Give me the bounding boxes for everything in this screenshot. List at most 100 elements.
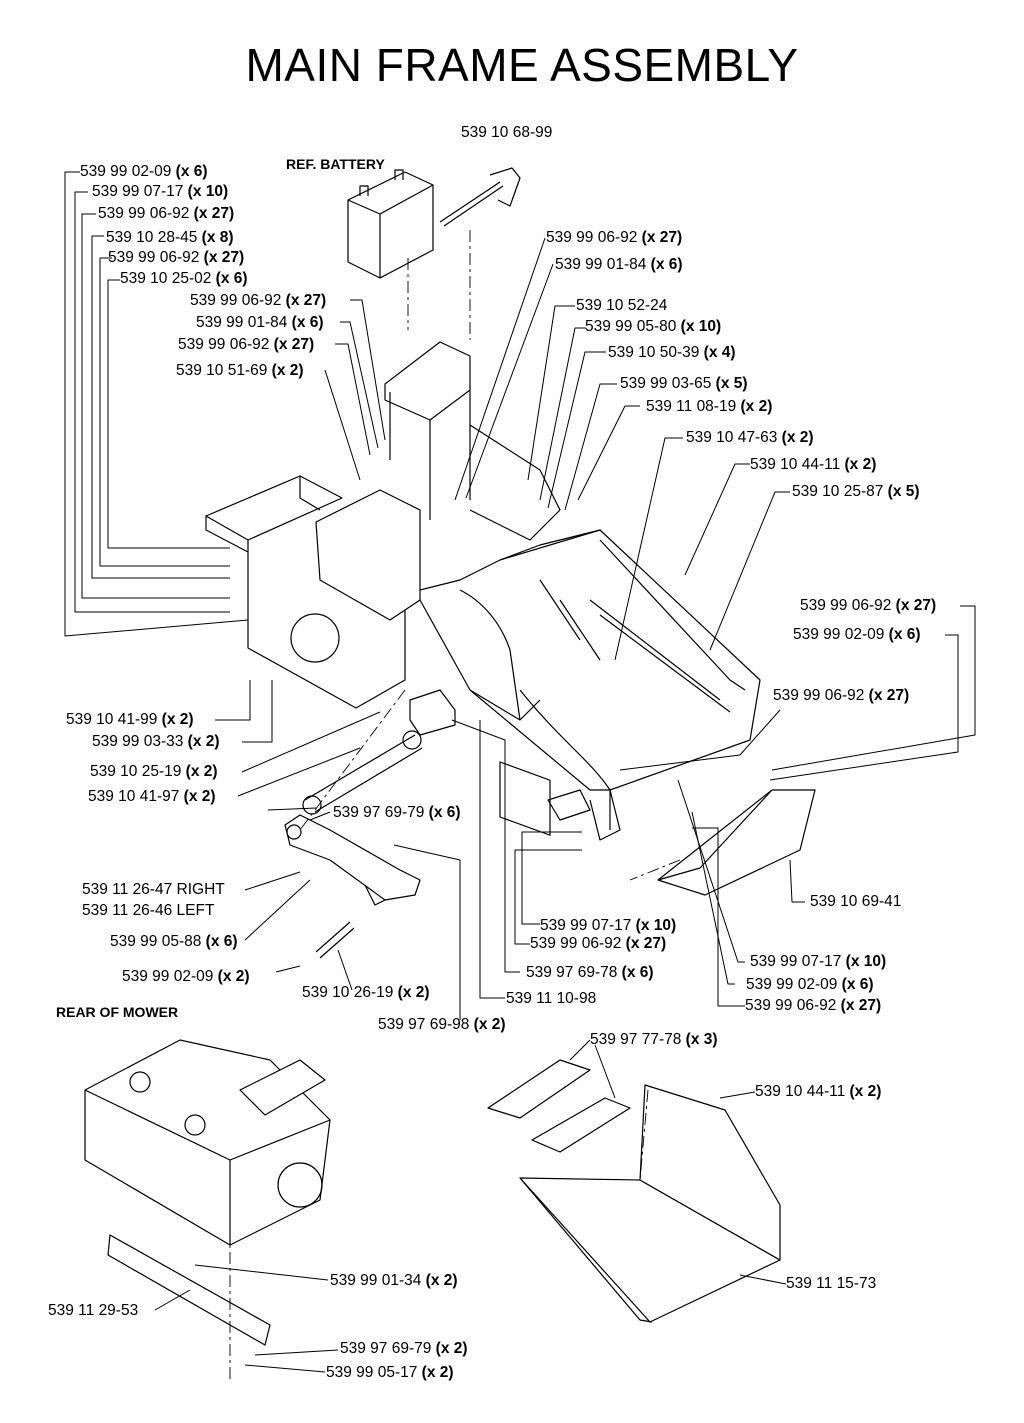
part-callout: 539 10 25-02 (x 6) xyxy=(120,270,248,288)
part-number: 539 11 15-73 xyxy=(786,1275,877,1292)
part-number: 539 10 69-41 xyxy=(810,893,902,910)
part-quantity: (x 6) xyxy=(646,256,683,273)
part-quantity: (x 2) xyxy=(469,1016,506,1033)
part-callout: 539 97 69-98 (x 2) xyxy=(378,1016,506,1034)
part-number: 539 99 07-17 xyxy=(92,183,184,200)
part-number: 539 10 41-97 xyxy=(88,788,180,805)
part-callout: 539 11 26-46 LEFT xyxy=(82,902,214,920)
part-number: 539 11 26-46 LEFT xyxy=(82,902,215,919)
part-quantity: (x 2) xyxy=(845,1083,882,1100)
part-quantity: (x 5) xyxy=(711,375,748,392)
part-callout: 539 99 06-92 (x 27) xyxy=(800,597,936,615)
page-title: MAIN FRAME ASSEMBLY xyxy=(245,39,799,91)
part-callout: 539 10 44-11 (x 2) xyxy=(750,456,876,474)
part-quantity: (x 27) xyxy=(621,935,667,952)
part-quantity: (x 27) xyxy=(637,229,683,246)
alignment-lines xyxy=(229,230,681,1380)
part-callout: 539 10 68-99 xyxy=(461,124,552,142)
part-quantity: (x 27) xyxy=(189,205,235,222)
part-callout: 539 10 52-24 xyxy=(576,297,667,315)
part-number: 539 99 06-92 xyxy=(530,935,622,952)
part-quantity: (x 27) xyxy=(199,249,245,266)
foot-pan xyxy=(487,1059,781,1323)
part-number: 539 99 05-80 xyxy=(585,318,677,335)
part-quantity: (x 10) xyxy=(631,917,677,934)
part-number: 539 99 06-92 xyxy=(773,687,865,704)
part-number: 539 99 02-09 xyxy=(746,976,838,993)
part-number: 539 11 10-98 xyxy=(506,990,597,1007)
part-callout: 539 99 07-17 (x 10) xyxy=(750,953,886,971)
battery-holddown xyxy=(439,167,521,227)
part-callout: 539 99 06-92 (x 27) xyxy=(773,687,909,705)
part-callout: 539 99 06-92 (x 27) xyxy=(745,997,881,1015)
part-callout: 539 97 77-78 (x 3) xyxy=(590,1031,718,1049)
part-quantity: (x 6) xyxy=(424,804,461,821)
part-number: 539 97 77-78 xyxy=(590,1031,682,1048)
part-quantity: (x 10) xyxy=(676,318,722,335)
part-quantity: (x 6) xyxy=(884,626,921,643)
part-quantity: (x 6) xyxy=(201,933,238,950)
part-callout: 539 11 08-19 (x 2) xyxy=(646,398,772,416)
part-callout: 539 99 06-92 (x 27) xyxy=(190,292,326,310)
part-quantity: (x 5) xyxy=(883,483,920,500)
part-callout: 539 99 06-92 (x 27) xyxy=(98,205,234,223)
part-callout: 539 99 07-17 (x 10) xyxy=(92,183,228,201)
part-callout: 539 99 02-09 (x 6) xyxy=(746,976,874,994)
part-number: 539 10 28-45 xyxy=(106,229,198,246)
part-quantity: (x 27) xyxy=(836,997,882,1014)
part-number: 539 99 06-92 xyxy=(98,205,190,222)
rear-of-mower-view xyxy=(84,1039,331,1346)
part-number: 539 11 26-47 RIGHT xyxy=(82,881,225,898)
part-number: 539 99 07-17 xyxy=(750,953,842,970)
part-quantity: (x 2) xyxy=(267,362,304,379)
part-quantity: (x 2) xyxy=(421,1272,458,1289)
part-number: 539 10 50-39 xyxy=(608,344,700,361)
part-number: 539 99 02-09 xyxy=(80,163,172,180)
side-panel-right xyxy=(657,789,816,896)
part-callout: 539 99 02-09 (x 6) xyxy=(80,163,208,181)
part-quantity: (x 2) xyxy=(213,968,250,985)
part-callout: 539 10 69-41 xyxy=(810,893,901,911)
part-number: 539 99 01-84 xyxy=(555,256,647,273)
part-quantity: (x 10) xyxy=(183,183,229,200)
rear-section-label: REAR OF MOWER xyxy=(56,1004,179,1020)
part-quantity: (x 2) xyxy=(179,788,216,805)
part-number: 539 99 06-92 xyxy=(745,997,837,1014)
part-number: 539 10 25-87 xyxy=(792,483,884,500)
part-callout: 539 99 05-17 (x 2) xyxy=(326,1364,454,1382)
part-number: 539 99 03-33 xyxy=(92,733,184,750)
part-number: 539 10 41-99 xyxy=(66,711,158,728)
part-quantity: (x 27) xyxy=(864,687,910,704)
part-callout: 539 10 47-63 (x 2) xyxy=(686,429,814,447)
part-quantity: (x 6) xyxy=(171,163,208,180)
part-callout: 539 99 02-09 (x 6) xyxy=(793,626,921,644)
part-quantity: (x 8) xyxy=(197,229,234,246)
part-number: 539 99 03-65 xyxy=(620,375,712,392)
part-quantity: (x 10) xyxy=(841,953,887,970)
part-number: 539 97 69-79 xyxy=(340,1340,432,1357)
part-number: 539 99 05-17 xyxy=(326,1364,418,1381)
battery-section-label: REF. BATTERY xyxy=(286,156,385,172)
part-quantity: (x 2) xyxy=(157,711,194,728)
part-callout: 539 97 69-79 (x 6) xyxy=(333,804,461,822)
part-callout: 539 99 01-34 (x 2) xyxy=(330,1272,458,1290)
part-number: 539 99 06-92 xyxy=(108,249,200,266)
part-number: 539 11 29-53 xyxy=(48,1302,139,1319)
part-callout: 539 11 15-73 xyxy=(786,1275,876,1293)
part-callout: 539 10 51-69 (x 2) xyxy=(176,362,304,380)
part-number: 539 99 01-84 xyxy=(196,314,288,331)
part-callout: 539 99 05-80 (x 10) xyxy=(585,318,721,336)
part-callout: 539 99 03-33 (x 2) xyxy=(92,733,220,751)
part-quantity: (x 2) xyxy=(183,733,220,750)
part-quantity: (x 2) xyxy=(181,763,218,780)
part-number: 539 99 06-92 xyxy=(546,229,638,246)
part-callout: 539 99 06-92 (x 27) xyxy=(530,935,666,953)
part-callout: 539 99 06-92 (x 27) xyxy=(546,229,682,247)
part-callout: 539 99 07-17 (x 10) xyxy=(540,917,676,935)
part-quantity: (x 6) xyxy=(287,314,324,331)
battery-illustration xyxy=(347,169,434,279)
part-number: 539 99 01-34 xyxy=(330,1272,422,1289)
part-quantity: (x 27) xyxy=(891,597,937,614)
part-number: 539 99 06-92 xyxy=(800,597,892,614)
part-number: 539 97 69-79 xyxy=(333,804,425,821)
